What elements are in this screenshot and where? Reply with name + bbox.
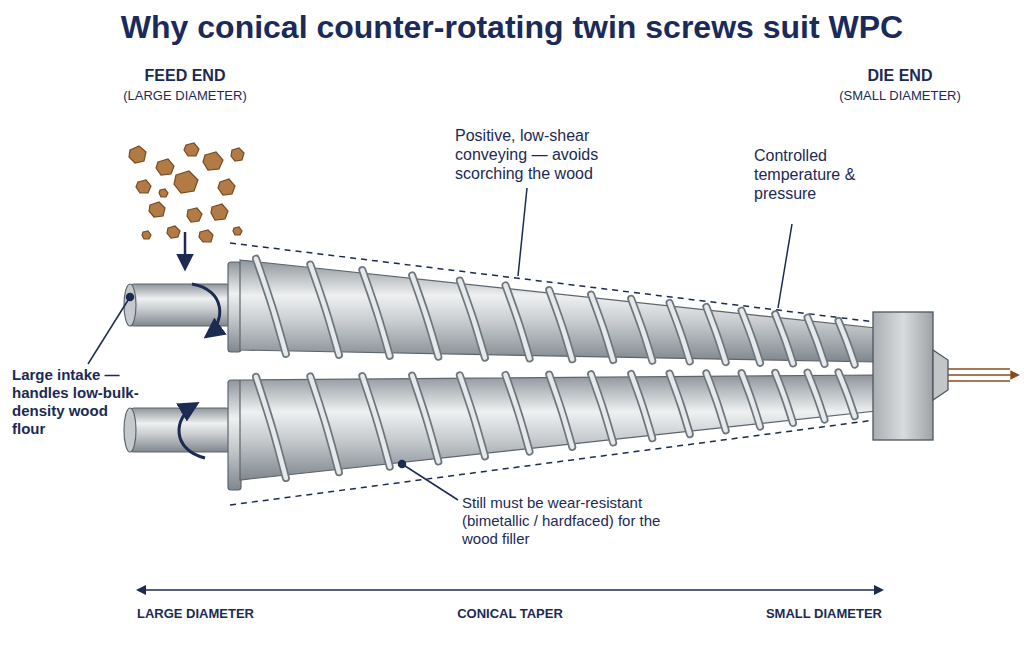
screw-flights	[256, 259, 855, 478]
screw-flight-edge	[362, 270, 389, 356]
screw-flight-edge	[591, 295, 613, 361]
screw-flight-edge	[310, 376, 339, 472]
screw-flight-edge	[808, 373, 825, 420]
end-heading: DIE END	[800, 66, 1000, 85]
screw-flight	[591, 374, 613, 442]
screw-flight	[775, 373, 793, 423]
screw-flight	[310, 376, 339, 472]
end-heading: FEED END	[85, 66, 285, 85]
screw-flight-edge	[412, 376, 438, 462]
dimension-label: CONICAL TAPER	[410, 606, 610, 622]
screw-flight	[412, 376, 438, 462]
screw-flight	[412, 275, 438, 356]
screw-flight	[838, 321, 854, 365]
screw-flight-edge	[506, 375, 530, 452]
screw-flight	[310, 265, 339, 355]
screw-flight	[808, 318, 825, 364]
screw-flight	[256, 259, 286, 354]
rotation-arrows	[179, 284, 220, 458]
end-subheading: (LARGE DIAMETER)	[85, 88, 285, 104]
screw-flight-edge	[591, 374, 613, 442]
screw-flight	[808, 373, 825, 420]
screw-flight-edge	[808, 318, 825, 364]
screw-flight-edge	[838, 372, 854, 416]
screw-flight-edge	[775, 314, 793, 363]
screw-flight-edge	[670, 303, 690, 362]
screw-flight	[506, 375, 530, 452]
screw-flight	[775, 314, 793, 363]
screw-flight	[742, 373, 761, 427]
screw-flight-edge	[549, 375, 572, 447]
screw-flight-edge	[670, 374, 690, 435]
screw-flight-edge	[412, 275, 438, 356]
screw-flight-edge	[742, 373, 761, 427]
title: Why conical counter-rotating twin screws…	[0, 8, 1024, 46]
dimension-arrow	[138, 589, 882, 591]
screw-flight-edge	[631, 299, 652, 361]
screw-flight-edge	[631, 374, 652, 438]
screw-flight	[742, 311, 761, 363]
wood-particles	[129, 143, 244, 242]
callout-note: Large intake — handles low-bulk-density …	[12, 366, 140, 438]
callout-note: Positive, low-shear conveying — avoids s…	[455, 126, 660, 184]
screw-flight	[362, 376, 389, 467]
screw-flight-edge	[256, 259, 286, 354]
callout-note: Controlled temperature & pressure	[754, 146, 882, 204]
screw-flight-edge	[706, 307, 725, 362]
screw-flight-edge	[706, 373, 725, 430]
screw-flight	[631, 374, 652, 438]
screw-flight-edge	[310, 265, 339, 355]
screw-flight	[670, 303, 690, 362]
screw-flight-edge	[549, 290, 572, 359]
screw-flight	[460, 375, 485, 456]
dimension-label: SMALL DIAMETER	[682, 606, 882, 622]
screw-flight-edge	[256, 377, 286, 478]
extrudate-arrow	[948, 369, 1018, 381]
screw-flight-edge	[506, 285, 530, 358]
screw-flight	[706, 373, 725, 430]
screw-flight	[591, 295, 613, 361]
screw-flight	[362, 270, 389, 356]
taper-lines	[230, 243, 875, 505]
screw-flight	[670, 374, 690, 435]
screw-flight-edge	[460, 375, 485, 456]
screw-flight-edge	[775, 373, 793, 423]
screw-flight	[631, 299, 652, 361]
die-block	[873, 312, 948, 440]
end-subheading: (SMALL DIAMETER)	[800, 88, 1000, 104]
screw-flight-edge	[460, 281, 485, 358]
screw-flight	[256, 377, 286, 478]
screw-flight	[549, 290, 572, 359]
screw-flight	[838, 372, 854, 416]
callout-note: Still must be wear-resistant (bimetallic…	[462, 494, 697, 548]
screw-shafts	[124, 262, 241, 490]
leader-lines	[88, 188, 792, 500]
screw-flight	[506, 285, 530, 358]
screw-flight-edge	[742, 311, 761, 363]
screw-flight-edge	[362, 376, 389, 467]
screw-flight-edge	[838, 321, 854, 365]
screw-flight	[706, 307, 725, 362]
screw-flight	[460, 281, 485, 358]
dimension-label: LARGE DIAMETER	[137, 606, 337, 622]
screw-flight	[549, 375, 572, 447]
feed-arrow	[184, 232, 187, 268]
